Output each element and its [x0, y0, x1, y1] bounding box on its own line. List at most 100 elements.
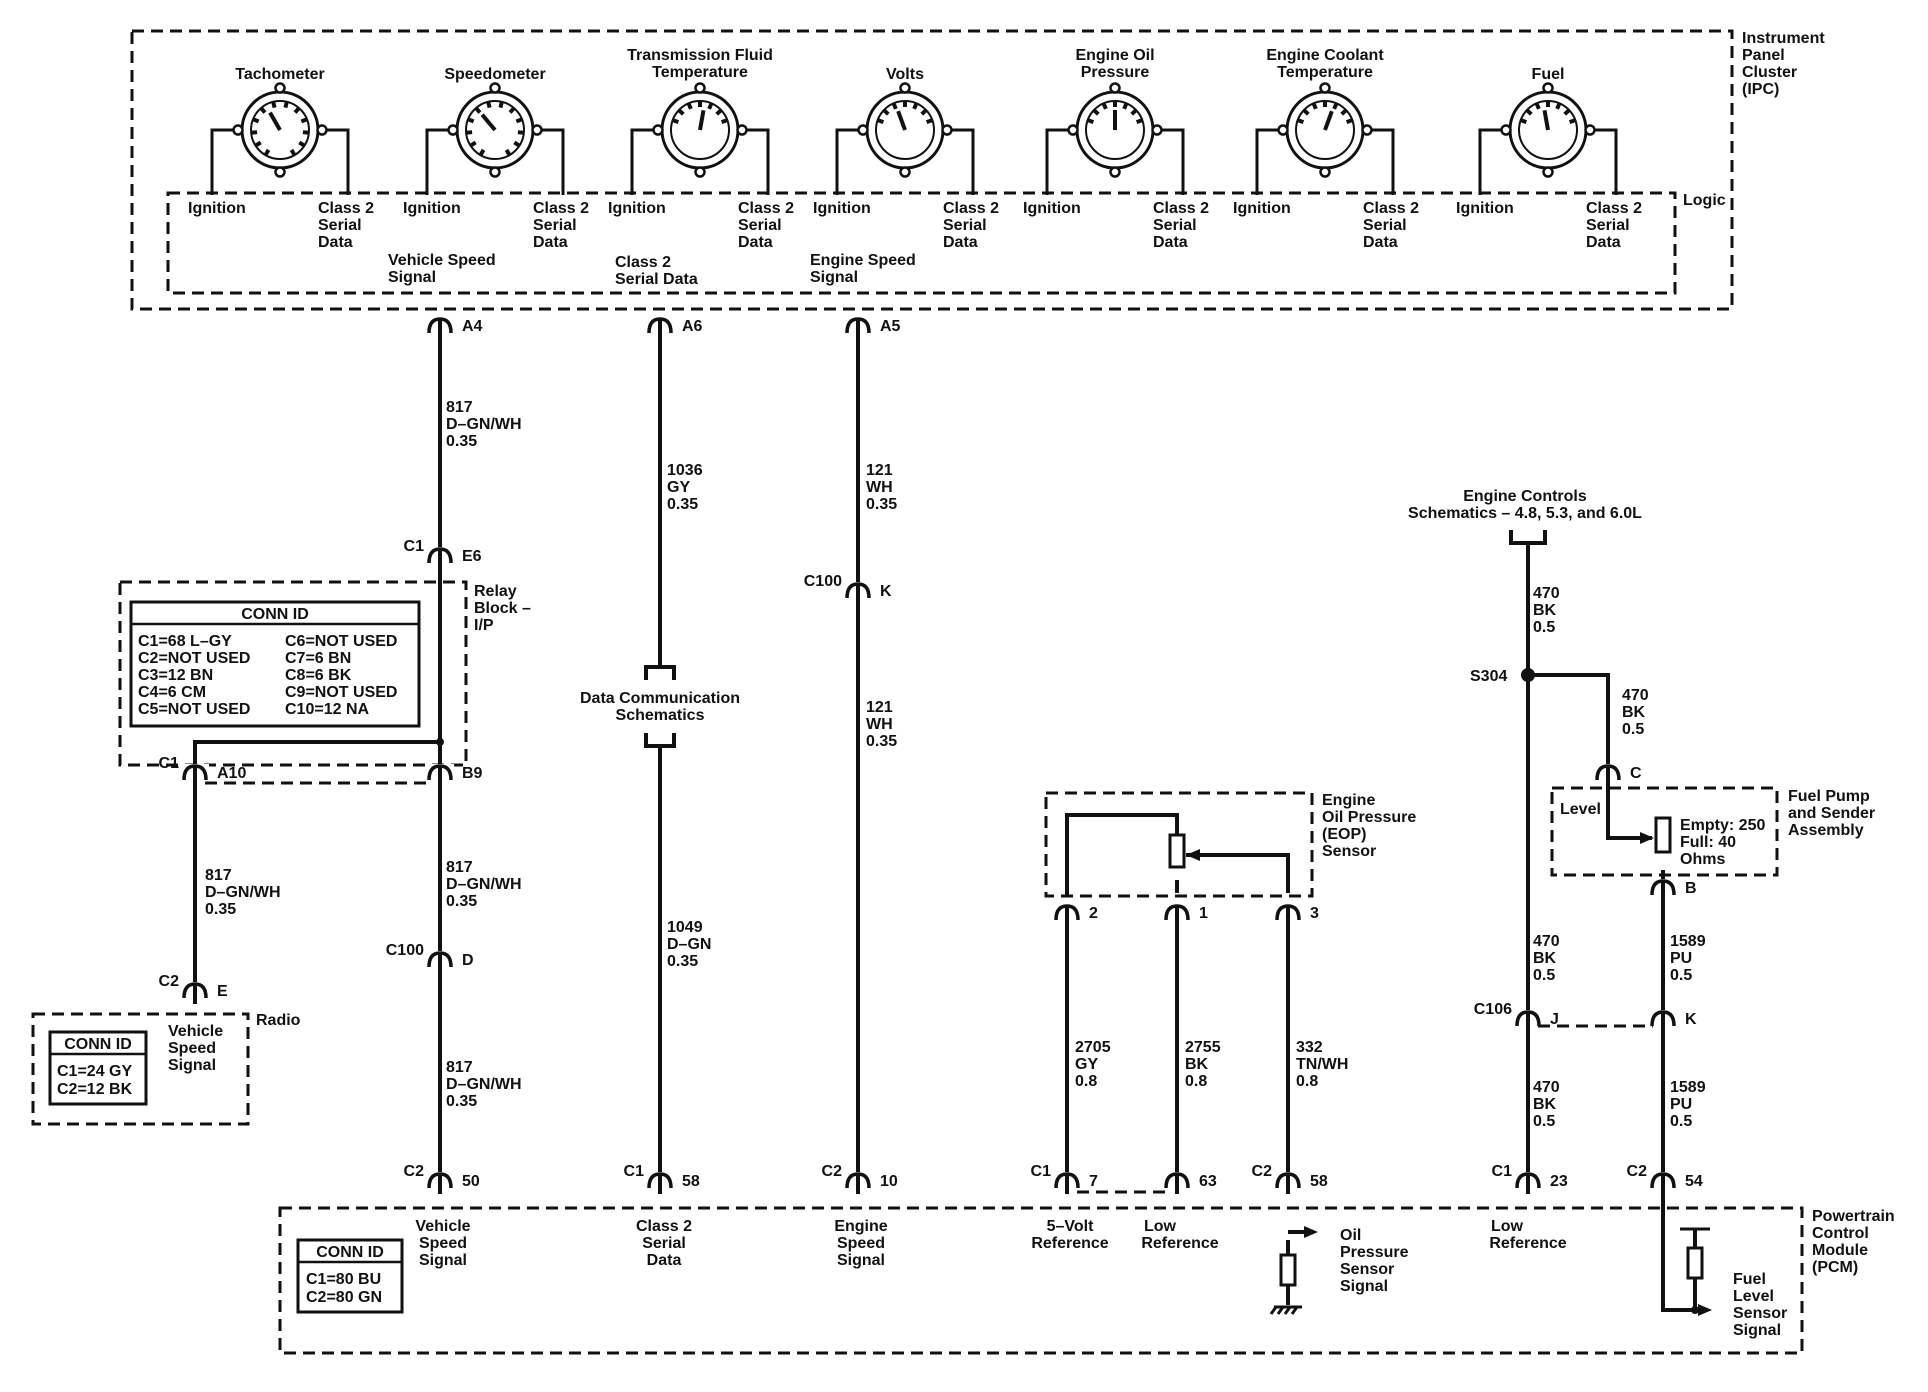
- connector-pin-label: 58: [1310, 1173, 1328, 1190]
- connector-63: 63: [1163, 1172, 1217, 1194]
- connector-id-label: C100: [386, 942, 424, 959]
- fuel-sender-resistor: [1654, 816, 1672, 854]
- connector-id-label: C2: [404, 1163, 425, 1180]
- connector-pin-label: E6: [462, 548, 482, 565]
- connector-pin-label: A4: [462, 318, 483, 335]
- connector-id-label: C100: [804, 573, 842, 590]
- connector-c2-e: C2E: [159, 973, 228, 1004]
- connector-pin-label: B: [1685, 880, 1697, 897]
- connector-pin-label: 23: [1550, 1173, 1568, 1190]
- relay-conn-id-title: CONN ID: [241, 606, 309, 623]
- connector-id-label: C1: [159, 755, 180, 772]
- connector-a4: A4: [426, 317, 483, 339]
- connector-pin-label: 1: [1199, 905, 1208, 922]
- gauge-ignition-label: Ignition: [813, 200, 871, 217]
- connector-pin-label: A5: [880, 318, 901, 335]
- engine-controls-bracket: [1509, 530, 1547, 545]
- connector-id-label: C1: [624, 1163, 645, 1180]
- splice-s304-dot: [1521, 668, 1535, 682]
- connector-pin-label: 10: [880, 1173, 898, 1190]
- radio-boundary: [31, 1012, 250, 1126]
- gauge-title: Tachometer: [235, 66, 325, 83]
- fuel-level-pullup-resistor: [1686, 1246, 1704, 1280]
- connector-pin-label: J: [1550, 1011, 1559, 1028]
- connector-pin-label: B9: [462, 765, 483, 782]
- connector-2: 2: [1053, 904, 1098, 926]
- connector-b: B: [1649, 879, 1697, 901]
- pcm-boundary: [278, 1206, 1804, 1355]
- relay-block-boundary: [118, 580, 468, 767]
- connector-pin-label: E: [217, 983, 228, 1000]
- connector-pin-label: C: [1630, 765, 1642, 782]
- connector-pin-label: 3: [1310, 905, 1319, 922]
- radio-label: Radio: [256, 1012, 301, 1029]
- gauge-ignition-label: Ignition: [1023, 200, 1081, 217]
- gauge-ignition-label: Ignition: [1456, 200, 1514, 217]
- gauge-title: Fuel: [1532, 66, 1565, 83]
- gauge-ignition-label: Ignition: [1233, 200, 1291, 217]
- connector-pin-label: A6: [682, 318, 703, 335]
- fuel-level-signal-arrow: [1698, 1304, 1712, 1316]
- connector-pin-label: A10: [217, 765, 246, 782]
- eop-wiper-arrow: [1186, 849, 1200, 861]
- gauge-title: Speedometer: [444, 66, 545, 83]
- logic-label: Logic: [1683, 192, 1726, 209]
- connector-a5: A5: [844, 317, 901, 339]
- connector-c: C: [1594, 764, 1642, 786]
- connector-c1-7: C17: [1031, 1163, 1098, 1194]
- connector-1: 1: [1163, 904, 1208, 926]
- connector-id-label: C2: [1252, 1163, 1273, 1180]
- data-comm-bracket: [644, 665, 676, 748]
